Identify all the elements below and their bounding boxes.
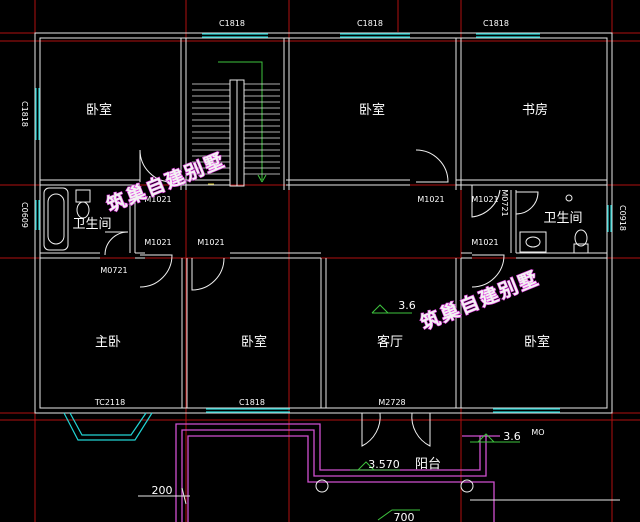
terrace-outline — [175, 423, 500, 522]
window-code: C1818 — [219, 19, 245, 28]
window-code: C1818 — [20, 101, 29, 127]
room-label-bedroom-top-mid: 卧室 — [359, 102, 385, 118]
dimension-label: 200 — [152, 484, 173, 497]
dimension-label: 700 — [394, 511, 415, 522]
elevation-label: 3.6 — [503, 430, 521, 443]
elevation-label: 3.570 — [368, 458, 400, 471]
watermark: 筑巢自建别墅 — [103, 148, 228, 217]
room-label-study: 书房 — [522, 102, 548, 118]
elevation-markers — [138, 304, 520, 521]
door-code: M1021 — [471, 195, 498, 204]
bathtub-icon — [43, 187, 69, 251]
watermark: 筑巢自建别墅 — [417, 266, 542, 335]
floor-drain-icon — [565, 194, 573, 202]
room-label-bath-left: 卫生间 — [72, 217, 111, 232]
door-code: M1021 — [197, 238, 224, 247]
room-label-bedroom-bottom-right: 卧室 — [524, 334, 550, 350]
walls — [34, 32, 613, 414]
door-code: M0721 — [500, 189, 509, 216]
door-code: M2728 — [378, 398, 405, 407]
window-code: MO — [531, 428, 544, 437]
door-code: M0721 — [100, 266, 127, 275]
staircase — [208, 61, 267, 187]
window-code: C1818 — [239, 398, 265, 407]
room-label-master-bedroom: 主卧 — [95, 335, 121, 350]
window-code: C0918 — [618, 205, 627, 231]
window-code: C0609 — [20, 202, 29, 228]
room-label-bedroom-bottom-mid: 卧室 — [241, 334, 267, 350]
bath-fixtures — [43, 187, 589, 254]
door-code: M1021 — [471, 238, 498, 247]
balcony-features — [315, 479, 620, 501]
elevation-label: 3.6 — [398, 299, 416, 312]
room-label-bedroom-top-left: 卧室 — [86, 102, 112, 118]
doors — [104, 149, 539, 447]
door-code: M1021 — [144, 238, 171, 247]
windows — [35, 33, 612, 441]
window-code: C1818 — [483, 19, 509, 28]
toilet-right-icon — [574, 229, 588, 247]
window-code: TC2118 — [94, 398, 125, 407]
door-code: M1021 — [144, 195, 171, 204]
room-label-living-room: 客厅 — [377, 334, 403, 350]
sink-icon — [519, 231, 547, 253]
door-code: M1021 — [417, 195, 444, 204]
window-code: C1818 — [357, 19, 383, 28]
stair-steps — [192, 83, 280, 175]
toilet-icon — [75, 189, 91, 203]
room-label-balcony: 阳台 — [415, 457, 441, 472]
room-label-bath-right: 卫生间 — [543, 211, 582, 226]
